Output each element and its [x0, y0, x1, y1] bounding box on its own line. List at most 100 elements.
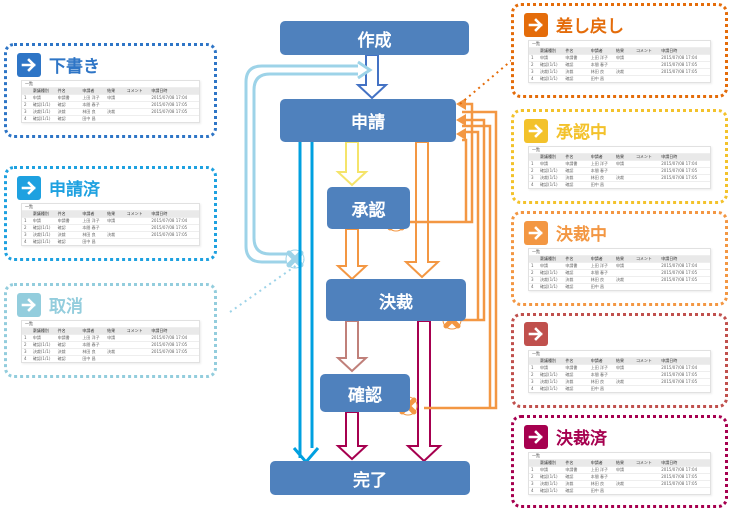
arrow-right-icon — [524, 220, 548, 245]
arrow-right-icon — [17, 52, 41, 77]
arrow-apply-to-decide — [403, 141, 441, 279]
node-decide-label: 決裁 — [379, 292, 413, 313]
arrow-confirm-to-complete — [335, 411, 369, 461]
node-apply: 申請 — [280, 99, 456, 142]
arrow-right-icon — [17, 292, 41, 317]
table-header: 稟議種別件名申請者結果コメント申請日時 — [22, 210, 199, 217]
node-confirm-label: 確認 — [348, 385, 382, 406]
arrow-right-icon — [524, 322, 548, 346]
table-header: 稟議種別件名申請者結果コメント申請日時 — [22, 327, 199, 334]
panel-decided-title: 決裁済 — [556, 429, 607, 449]
arrow-apply-to-complete — [292, 142, 320, 465]
table-header: 稟議種別件名申請者結果コメント申請日時 — [529, 47, 710, 54]
table-caption: 一覧 — [25, 321, 33, 326]
arrow-draft-loop — [244, 60, 373, 264]
panel-canceled-title: 取消 — [49, 297, 83, 317]
table-caption: 一覧 — [532, 351, 540, 356]
table-header: 稟議種別件名申請者結果コメント申請日時 — [529, 357, 710, 364]
table-header: 稟議種別件名申請者結果コメント申請日時 — [529, 153, 710, 160]
arrow-right-icon — [524, 118, 548, 143]
arrow-decide-to-complete — [405, 320, 443, 463]
panel-returned-title: 差し戻し — [556, 17, 624, 37]
arrow-return-loops — [410, 102, 498, 410]
node-apply-label: 申請 — [351, 113, 385, 133]
table-caption: 一覧 — [532, 249, 540, 254]
panel-draft-title: 下書き — [49, 57, 100, 77]
table-caption: 一覧 — [25, 204, 33, 209]
table-caption: 一覧 — [532, 453, 540, 458]
panel-applied-title: 申請済 — [49, 180, 100, 200]
node-decide: 決裁 — [326, 279, 466, 321]
node-confirm: 確認 — [320, 374, 410, 412]
node-approve: 承認 — [327, 187, 410, 229]
node-approve-label: 承認 — [351, 200, 386, 221]
panel-approving-title: 承認中 — [556, 123, 607, 143]
node-complete: 完了 — [270, 461, 470, 495]
arrow-right-icon — [524, 12, 548, 37]
table-header: 稟議種別件名申請者結果コメント申請日時 — [529, 255, 710, 262]
arrow-create-to-apply — [355, 54, 389, 100]
table-header: 稟議種別件名申請者結果コメント申請日時 — [22, 87, 199, 94]
arrow-apply-to-approve — [335, 141, 369, 187]
arrow-right-icon — [524, 424, 548, 449]
table-caption: 一覧 — [532, 41, 540, 46]
panel-deciding-title: 決裁中 — [556, 225, 607, 245]
table-caption: 一覧 — [532, 147, 540, 152]
node-create: 作成 — [280, 21, 469, 55]
table-header: 稟議種別件名申請者結果コメント申請日時 — [529, 459, 710, 466]
arrow-right-icon — [17, 175, 41, 200]
node-create-label: 作成 — [357, 30, 392, 51]
node-complete-label: 完了 — [353, 470, 387, 491]
arrow-approve-to-decide — [335, 228, 369, 281]
